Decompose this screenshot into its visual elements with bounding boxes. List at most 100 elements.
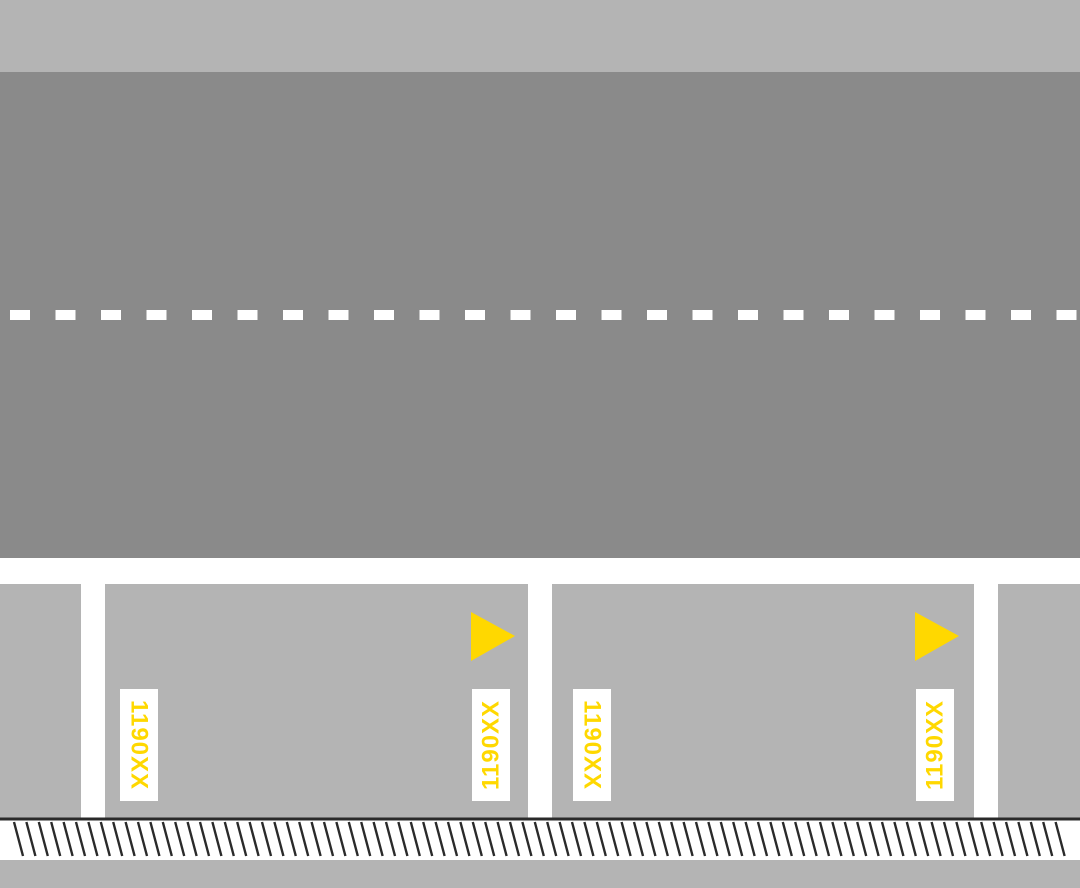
hatch-line bbox=[124, 821, 136, 857]
hatch-line bbox=[744, 821, 756, 857]
hatch-line bbox=[843, 821, 855, 857]
hatch-line bbox=[856, 821, 868, 857]
hatch-line bbox=[608, 821, 620, 857]
hatch-line bbox=[719, 821, 731, 857]
hatch-line bbox=[1004, 821, 1017, 857]
hatch-line bbox=[87, 821, 99, 857]
hatch-line bbox=[112, 821, 124, 857]
hatch-line bbox=[186, 821, 198, 857]
hatch-line bbox=[806, 821, 818, 857]
hatch-line bbox=[484, 821, 496, 857]
hatch-line bbox=[25, 821, 37, 857]
center-line-dash bbox=[146, 310, 167, 320]
hatch-line bbox=[12, 821, 25, 857]
hatch-line bbox=[37, 821, 49, 857]
hatch-line bbox=[347, 821, 359, 857]
center-line-dash bbox=[510, 310, 531, 320]
hatch-line bbox=[893, 821, 905, 857]
center-line-dash bbox=[101, 310, 121, 320]
hatch-line bbox=[583, 821, 595, 857]
parking-edge-line bbox=[0, 558, 1080, 584]
center-line-dash bbox=[965, 310, 986, 320]
hatch-line bbox=[992, 821, 1004, 857]
hatch-line bbox=[645, 821, 657, 857]
hatch-line bbox=[136, 821, 149, 857]
hatch-line bbox=[955, 821, 967, 857]
hatch-line bbox=[335, 821, 347, 857]
hatch-line bbox=[967, 821, 979, 857]
hatch-line bbox=[434, 821, 446, 857]
hatch-line bbox=[521, 821, 533, 857]
center-line-dash bbox=[55, 310, 76, 320]
hatch-line bbox=[174, 821, 186, 857]
hatch-line bbox=[50, 821, 62, 857]
center-line-dash bbox=[465, 310, 485, 320]
parking-label: 1190XX bbox=[126, 700, 153, 790]
hatch-line bbox=[260, 821, 273, 857]
hatch-line bbox=[322, 821, 335, 857]
hatch-line bbox=[1054, 821, 1066, 857]
parking-label-plate bbox=[120, 689, 158, 801]
center-line-dash bbox=[237, 310, 258, 320]
parking-label-plate bbox=[472, 689, 510, 801]
hatch-line bbox=[694, 821, 707, 857]
hatch-line bbox=[446, 821, 459, 857]
stall-divider-line bbox=[81, 584, 105, 818]
hatch-line bbox=[1029, 821, 1041, 857]
hatch-line bbox=[422, 821, 434, 857]
center-line-dash bbox=[647, 310, 667, 320]
hatch-line bbox=[756, 821, 769, 857]
center-line-dash bbox=[328, 310, 349, 320]
hatch-line bbox=[372, 821, 384, 857]
parking-label-plate bbox=[573, 689, 611, 801]
center-line-dash bbox=[419, 310, 440, 320]
bottom-sidewalk bbox=[0, 860, 1080, 888]
hatch-line bbox=[942, 821, 955, 857]
hatch-line bbox=[99, 821, 111, 857]
hatch-line bbox=[273, 821, 285, 857]
stall-divider-line bbox=[974, 584, 998, 818]
center-line-dash bbox=[738, 310, 758, 320]
hatch-line bbox=[546, 821, 558, 857]
hatch-line bbox=[1017, 821, 1029, 857]
hatch-line bbox=[781, 821, 793, 857]
center-line-dash bbox=[1011, 310, 1031, 320]
parking-label: 1190XX bbox=[922, 700, 949, 790]
hatch-line bbox=[223, 821, 235, 857]
center-line-dash bbox=[556, 310, 576, 320]
parking-label: 1190XX bbox=[579, 700, 606, 790]
hatch-line bbox=[471, 821, 483, 857]
hatch-line bbox=[682, 821, 694, 857]
hatch-line bbox=[595, 821, 607, 857]
hatch-line bbox=[794, 821, 806, 857]
center-line-dash bbox=[10, 310, 30, 320]
center-line-dash bbox=[192, 310, 212, 320]
hatch-line bbox=[1042, 821, 1054, 857]
center-line-dash bbox=[601, 310, 622, 320]
center-line-dash bbox=[692, 310, 713, 320]
center-line-dash bbox=[1056, 310, 1077, 320]
center-line-dash bbox=[374, 310, 394, 320]
parking-label: 1190XX bbox=[478, 700, 505, 790]
hatch-line bbox=[918, 821, 930, 857]
hatch-line bbox=[149, 821, 161, 857]
hatch-line bbox=[769, 821, 781, 857]
center-line-dash bbox=[283, 310, 303, 320]
stall-divider-line bbox=[528, 584, 552, 818]
hatch-line bbox=[236, 821, 248, 857]
hatch-line bbox=[930, 821, 942, 857]
triangle-right-icon bbox=[915, 612, 959, 661]
hatch-line bbox=[62, 821, 74, 857]
center-line-dash bbox=[783, 310, 804, 320]
hatch-line bbox=[880, 821, 893, 857]
hatch-line bbox=[558, 821, 570, 857]
hatch-line bbox=[868, 821, 880, 857]
hatch-line bbox=[905, 821, 917, 857]
hatch-line bbox=[496, 821, 508, 857]
parking-label-plate bbox=[916, 689, 954, 801]
hatch-line bbox=[360, 821, 372, 857]
center-line-dash bbox=[829, 310, 849, 320]
hatch-line bbox=[831, 821, 843, 857]
hatch-line bbox=[980, 821, 992, 857]
hatch-line bbox=[707, 821, 719, 857]
